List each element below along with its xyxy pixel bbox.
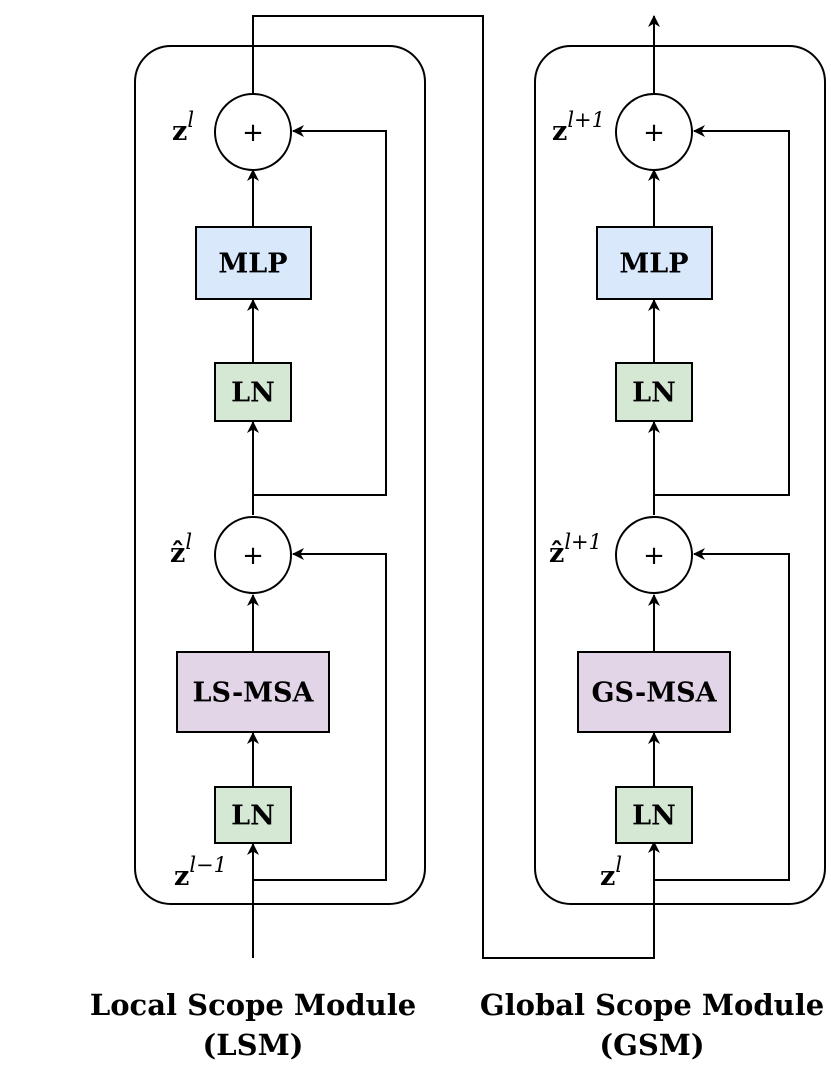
lsm-add-node-2-symbol: +	[242, 118, 264, 148]
lsm-input-label: zl−1	[174, 853, 227, 892]
lsm-mlp-block-label: MLP	[218, 249, 287, 280]
lsm-msa-block	[176, 651, 330, 733]
gsm-input-label: zl	[600, 853, 622, 892]
gsm-ln-block-1	[615, 786, 693, 844]
lsm-caption-title: Local Scope Module	[89, 988, 417, 1022]
lsm-msa-block-label: LS-MSA	[192, 678, 314, 709]
lsm-ln-block-1-label: LN	[231, 801, 275, 832]
lsm-ln-block-2-label: LN	[231, 378, 275, 409]
gsm-residual-2	[654, 125, 790, 496]
lsm-add-node-1-symbol: +	[242, 541, 264, 571]
gsm-residual-1	[654, 548, 790, 881]
gsm-ln-block-2	[615, 362, 693, 422]
gsm-output-label: zl+1	[552, 108, 605, 147]
gsm-ln-block-2-label: LN	[632, 378, 676, 409]
gsm-caption-title: Global Scope Module	[479, 988, 825, 1022]
gsm-mid-label: ẑl+1	[549, 530, 602, 569]
lsm-mlp-block	[195, 226, 312, 300]
lsm-caption-abbrev: (LSM)	[202, 1028, 304, 1062]
lsm-ln-block-1	[214, 786, 292, 844]
gsm-msa-block-label: GS-MSA	[591, 678, 717, 709]
gsm-module-frame	[534, 45, 826, 905]
gsm-caption: Global Scope Module (GSM)	[462, 985, 831, 1065]
lsm-to-gsm-connection	[252, 15, 660, 959]
lsm-module-frame	[134, 45, 426, 905]
gsm-add-node-1-symbol: +	[643, 541, 665, 571]
lsm-caption: Local Scope Module (LSM)	[63, 985, 443, 1065]
lsm-residual-2	[253, 125, 387, 496]
gsm-add-node-2	[615, 93, 693, 171]
gsm-mlp-block-label: MLP	[619, 249, 688, 280]
lsm-output-label: zl	[172, 108, 194, 147]
lsm-ln-block-2	[214, 362, 292, 422]
gsm-msa-block	[577, 651, 731, 733]
gsm-ln-block-1-label: LN	[632, 801, 676, 832]
gsm-add-node-1	[615, 516, 693, 594]
lsm-mid-label: ẑl	[170, 530, 192, 569]
gsm-add-node-2-symbol: +	[643, 118, 665, 148]
gsm-caption-abbrev: (GSM)	[599, 1028, 705, 1062]
lsm-residual-1	[253, 548, 387, 881]
gsm-mlp-block	[596, 226, 713, 300]
lsm-add-node-1	[214, 516, 292, 594]
